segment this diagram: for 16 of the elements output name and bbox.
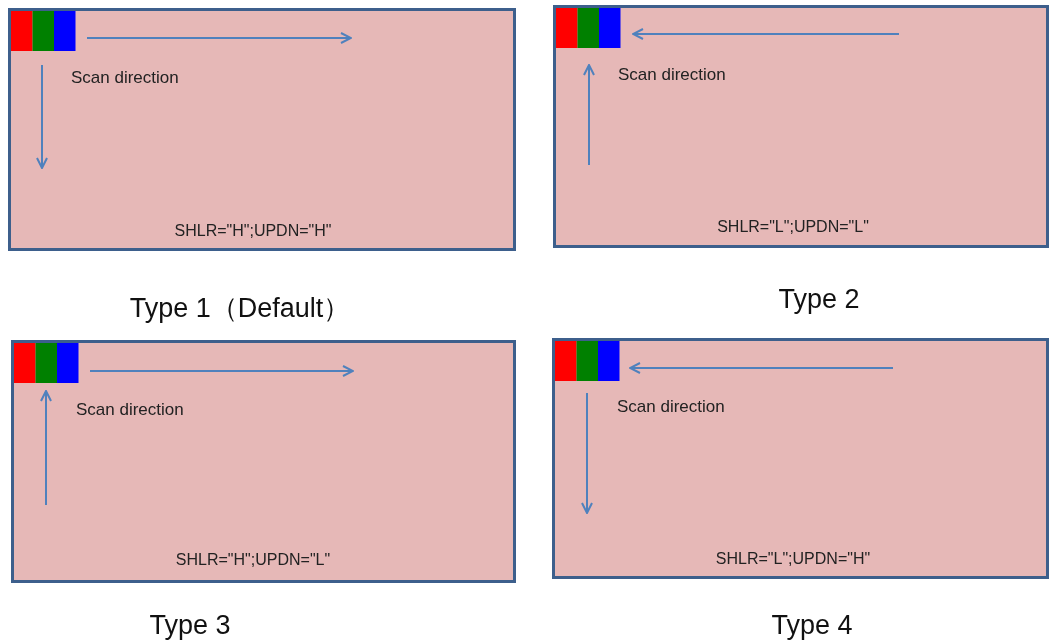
scan-direction-label: Scan direction [71, 68, 179, 88]
panel-caption: Type 1（Default） [129, 292, 351, 325]
signal-setting-text: SHLR="L";UPDN="H" [715, 550, 871, 568]
panel-caption: Type 4 [771, 610, 853, 641]
panel-caption: Type 3 [149, 610, 231, 641]
panel-caption: Type 2 [778, 284, 860, 315]
scan-direction-label: Scan direction [617, 397, 725, 417]
display-panel [8, 8, 516, 251]
scan-direction-label: Scan direction [618, 65, 726, 85]
display-panel [553, 5, 1049, 248]
signal-setting-text: SHLR="H";UPDN="L" [175, 551, 331, 569]
display-panel [11, 340, 516, 583]
signal-setting-text: SHLR="H";UPDN="H" [174, 222, 332, 240]
display-panel [552, 338, 1049, 579]
scan-direction-label: Scan direction [76, 400, 184, 420]
signal-setting-text: SHLR="L";UPDN="L" [717, 218, 869, 236]
